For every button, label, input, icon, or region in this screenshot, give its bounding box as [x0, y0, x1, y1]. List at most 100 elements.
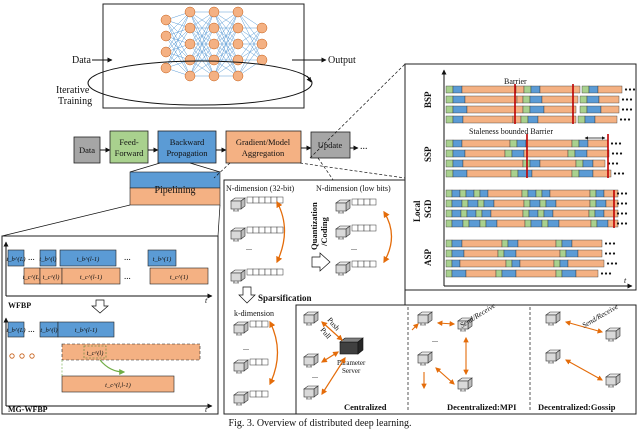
nn-edge — [213, 27, 239, 77]
sync-dot — [618, 142, 622, 145]
quant-worker-2-vector-cell — [351, 224, 359, 232]
nn-neuron — [208, 54, 220, 66]
nn-edge — [213, 11, 239, 77]
ssp-bar — [461, 139, 511, 148]
asp-bar — [515, 269, 557, 278]
asp-bar — [463, 249, 499, 258]
sync-dot — [611, 162, 615, 165]
ps-label-1: Parameter — [337, 359, 366, 367]
wfbp-tb-1 — [147, 249, 177, 267]
nn-nodes — [160, 6, 268, 82]
ssp-bar — [452, 169, 468, 178]
local-sgd-bar — [451, 199, 463, 208]
ssp-bar — [531, 169, 573, 178]
grad-label-2: Aggregation — [242, 148, 285, 158]
sync-dot — [613, 172, 617, 175]
ssp-bar — [592, 169, 612, 178]
local-sgd-bar — [524, 219, 532, 228]
ssp-bar — [517, 169, 533, 178]
grad-label-1: Gradient/Model — [236, 137, 291, 147]
mg-tb-L — [7, 321, 25, 338]
bsp-bar — [523, 85, 532, 94]
bsp-bar — [522, 95, 531, 104]
wfbp-to-mgwfbp-arrow — [91, 299, 109, 314]
ssp-bar — [592, 159, 606, 168]
bsp-bar — [452, 85, 463, 94]
data-box-label: Data — [79, 145, 95, 155]
nn-neuron — [232, 70, 244, 82]
training-label: Training — [58, 96, 92, 107]
workers-quantized: ... — [335, 198, 377, 276]
sync-dot — [629, 108, 633, 111]
local-sgd-bar — [445, 199, 453, 208]
asp-bar — [451, 269, 467, 278]
quantization-arrow — [311, 252, 331, 272]
bsp-bar — [579, 95, 588, 104]
quant-worker-2-vector-cell — [363, 224, 371, 232]
ssp-bar — [516, 139, 527, 148]
local-sgd-bar — [547, 219, 560, 228]
bsp-bar — [577, 115, 586, 124]
nn-neuron — [256, 22, 268, 34]
local-sgd-bar — [539, 199, 547, 208]
wfbp-tc-l-label: t_c^(l) — [43, 274, 60, 281]
local-sgd-bar — [595, 199, 607, 208]
barrier-label: Barrier — [504, 77, 527, 86]
iterative-label: Iterative — [56, 85, 90, 96]
ssp-bar — [529, 159, 541, 168]
asp-bar — [451, 259, 461, 268]
full-worker-1-vector-cell — [246, 196, 254, 204]
mg-tb-l1-label: t_b^(l-1) — [75, 327, 98, 334]
nn-neuron — [208, 70, 220, 82]
nn-neuron — [184, 70, 196, 82]
local-sgd-bar — [467, 199, 479, 208]
asp-bar — [445, 249, 453, 258]
asp-bar — [501, 239, 509, 248]
nn-edge — [213, 43, 239, 77]
ssp-bar — [445, 169, 454, 178]
sync-dot — [604, 242, 608, 245]
full-worker-2-vector-cell — [252, 226, 260, 234]
ssp-bar — [523, 149, 569, 158]
sparse-worker-1-vector-cell — [261, 320, 269, 328]
bsp-bar — [445, 85, 454, 94]
ssp-label: SSP — [423, 146, 433, 162]
bsp-bar — [543, 105, 577, 114]
wfbp-tb-l1 — [59, 249, 117, 267]
coding-label: /Coding — [319, 216, 329, 247]
nn-output-label: Output — [328, 55, 356, 66]
cmp-dots-left: ... — [246, 243, 252, 252]
quant-worker-3-vector-cell — [351, 260, 359, 268]
bsp-bar — [466, 105, 516, 114]
local-sgd-bar — [485, 219, 498, 228]
bsp-bar — [598, 95, 620, 104]
nn-neuron — [160, 46, 172, 58]
local-sgd-bar — [552, 209, 590, 218]
sync-dot — [614, 142, 618, 145]
bsp-bar — [445, 95, 454, 104]
sync-dot — [620, 212, 624, 215]
quant-worker-3-vector-cell — [357, 260, 365, 268]
gossip-label: Decentralized:Gossip — [538, 402, 616, 412]
local-sgd-bar — [603, 209, 619, 218]
sync-dot — [611, 152, 615, 155]
central-dots: ... — [312, 371, 318, 380]
ssp-bar — [445, 139, 454, 148]
mg-wfbp-label: MG-WFBP — [8, 405, 48, 414]
sync-dot — [628, 88, 632, 91]
ssp-bar — [587, 139, 609, 148]
local-sgd-bar — [596, 219, 609, 228]
sync-dot — [625, 108, 629, 111]
quantization-label: Quantization — [309, 202, 319, 250]
nn-neuron — [160, 30, 172, 42]
sync-dot — [619, 118, 623, 121]
bsp-bar — [462, 115, 514, 124]
bsp-bar — [584, 115, 596, 124]
wfbp-tb-1-label: t_b^(1) — [153, 256, 172, 263]
nn-neuron — [208, 38, 220, 50]
cmp-dots-bottom: ... — [243, 343, 249, 352]
local-sgd-bar — [477, 199, 485, 208]
sync-dot — [608, 272, 612, 275]
wfbp-t-axis: t — [205, 296, 208, 305]
asp-bar — [445, 269, 453, 278]
